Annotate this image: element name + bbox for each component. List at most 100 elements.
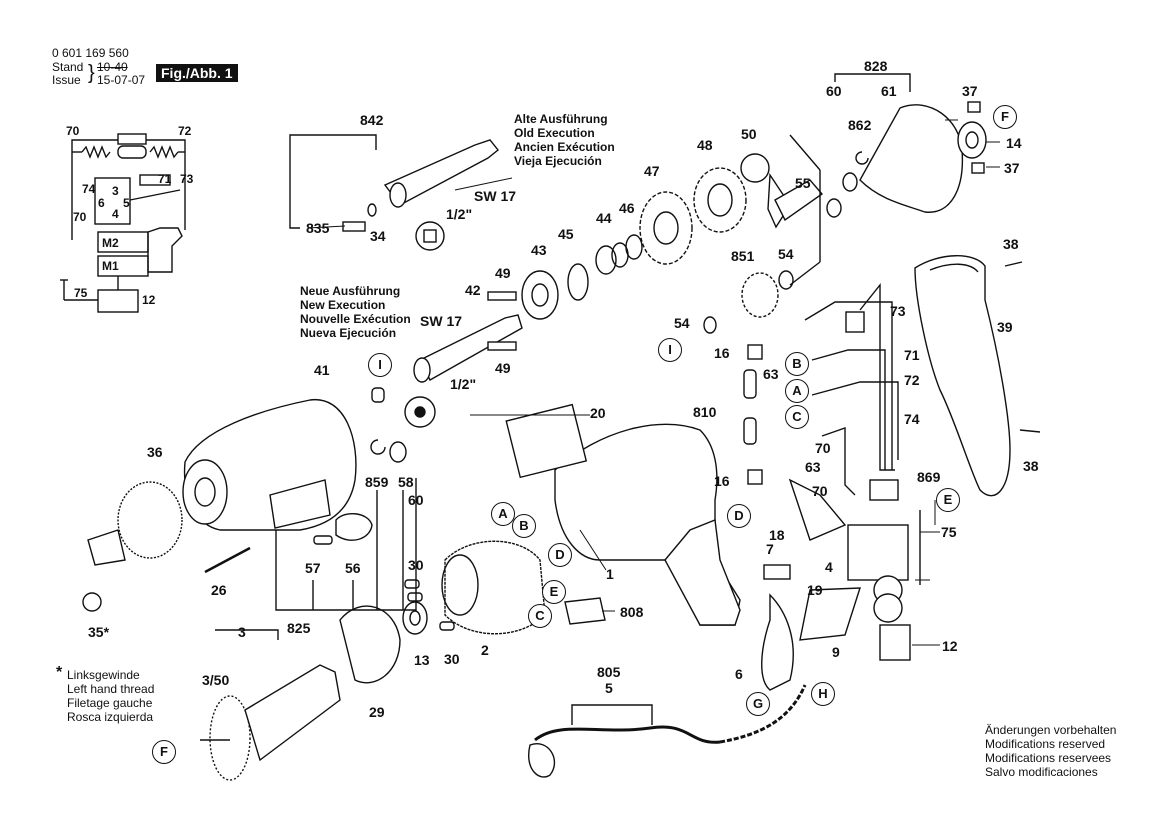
ref-circle-f-armature: F	[152, 740, 176, 764]
callout-44: 44	[596, 210, 612, 226]
issue-label: Issue	[52, 73, 81, 87]
gear-flange-drawing	[826, 73, 987, 218]
callout-36: 36	[147, 444, 163, 460]
callout-810: 810	[693, 404, 717, 420]
callout-50: 50	[741, 126, 757, 142]
wire-label-72: 72	[178, 124, 192, 138]
callout-71: 71	[904, 347, 920, 363]
gear-train-drawing	[521, 134, 824, 334]
wire-label-75: 75	[74, 286, 88, 300]
callout-37-upper: 37	[962, 83, 978, 99]
ref-circle-g: G	[746, 692, 770, 716]
cord-drawing	[528, 593, 807, 778]
callout-19: 19	[807, 582, 823, 598]
ref-circle-a-field: A	[491, 502, 515, 526]
switch-contact-4: 4	[112, 207, 119, 221]
switch-contact-6: 6	[98, 196, 105, 210]
callout-1: 1	[606, 566, 614, 582]
ref-circle-b-field: B	[512, 514, 536, 538]
callout-5: 5	[605, 680, 613, 696]
callout-74: 74	[904, 411, 920, 427]
callout-825: 825	[287, 620, 311, 636]
callout-70: 70	[815, 440, 831, 456]
callout-3-50: 3/50	[202, 672, 230, 688]
callout-sw17-new: SW 17	[420, 313, 463, 329]
wire-label-70: 70	[66, 124, 80, 138]
figure-label: Fig./Abb. 1	[156, 64, 238, 82]
callout-4: 4	[825, 559, 833, 575]
ref-circle-c-field: C	[528, 604, 552, 628]
field-armature-drawing	[200, 540, 546, 781]
ref-circle-e-wire: E	[936, 488, 960, 512]
callout-6: 6	[735, 666, 743, 682]
left-hand-star: *	[56, 664, 63, 681]
callout-828: 828	[864, 58, 888, 74]
switch-contact-5: 5	[123, 196, 130, 210]
callout-75: 75	[941, 524, 957, 540]
callout-73: 73	[890, 303, 906, 319]
old-date: 10-40	[97, 60, 128, 74]
callout-47: 47	[644, 163, 660, 179]
callout-851: 851	[731, 248, 755, 264]
callout-9: 9	[832, 644, 840, 660]
callout-869: 869	[917, 469, 941, 485]
callout-34: 34	[370, 228, 386, 244]
callout-20: 20	[590, 405, 606, 421]
wire-harness-drawing	[743, 283, 921, 661]
wire-label-12: 12	[142, 293, 156, 307]
callout-16-lower: 16	[714, 473, 730, 489]
callout-862: 862	[848, 117, 872, 133]
callout-7: 7	[766, 541, 774, 557]
callout-54-upper: 54	[778, 246, 794, 262]
spindle-new-drawing	[371, 291, 523, 428]
callout-58: 58	[398, 474, 414, 490]
wire-label-70b: 70	[73, 210, 87, 224]
ref-circle-a-wire: A	[785, 379, 809, 403]
callout-29: 29	[369, 704, 385, 720]
ref-circle-i-gear: I	[658, 338, 682, 362]
callout-808: 808	[620, 604, 644, 620]
spindle-old-drawing	[289, 134, 499, 251]
callout-30-upper: 30	[408, 557, 424, 573]
callout-26: 26	[211, 582, 227, 598]
callout-18: 18	[769, 527, 785, 543]
callout-38-upper: 38	[1003, 236, 1019, 252]
callout-859: 859	[365, 474, 389, 490]
ref-circle-e-field: E	[542, 580, 566, 604]
callout-35: 35*	[88, 624, 110, 640]
wire-label-73: 73	[180, 172, 194, 186]
callout-3: 3	[238, 624, 246, 640]
wire-label-71: 71	[158, 172, 172, 186]
callout-60-upper: 60	[826, 83, 842, 99]
stand-label: Stand	[52, 60, 84, 74]
ref-circle-b-wire: B	[785, 352, 809, 376]
chuck-gearhead-drawing	[82, 399, 417, 612]
callout-45: 45	[558, 226, 574, 242]
callout-61: 61	[881, 83, 897, 99]
callout-70-lower: 70	[812, 483, 828, 499]
wire-label-74: 74	[82, 182, 96, 196]
switch-contact-3: 3	[112, 184, 119, 198]
bracket-glyph: }	[88, 62, 95, 84]
issue-date: 15-07-07	[97, 73, 146, 87]
callout-805: 805	[597, 664, 621, 680]
callout-49-lower: 49	[495, 360, 511, 376]
callout-42: 42	[465, 282, 481, 298]
terminal-m1: M1	[102, 259, 119, 273]
part-number: 0 601 169 560	[52, 46, 129, 60]
callout-30-lower: 30	[444, 651, 460, 667]
callout-sw17-old: SW 17	[474, 188, 517, 204]
callout-60-lower: 60	[408, 492, 424, 508]
ref-circle-d-field: D	[548, 543, 572, 567]
callout-63-upper: 63	[763, 366, 779, 382]
handle-drawing	[914, 255, 1041, 497]
callout-37-lower: 37	[1004, 160, 1020, 176]
ref-circle-d-wire: D	[727, 504, 751, 528]
callout-16-upper: 16	[714, 345, 730, 361]
callout-63-lower: 63	[805, 459, 821, 475]
callout-12: 12	[942, 638, 958, 654]
